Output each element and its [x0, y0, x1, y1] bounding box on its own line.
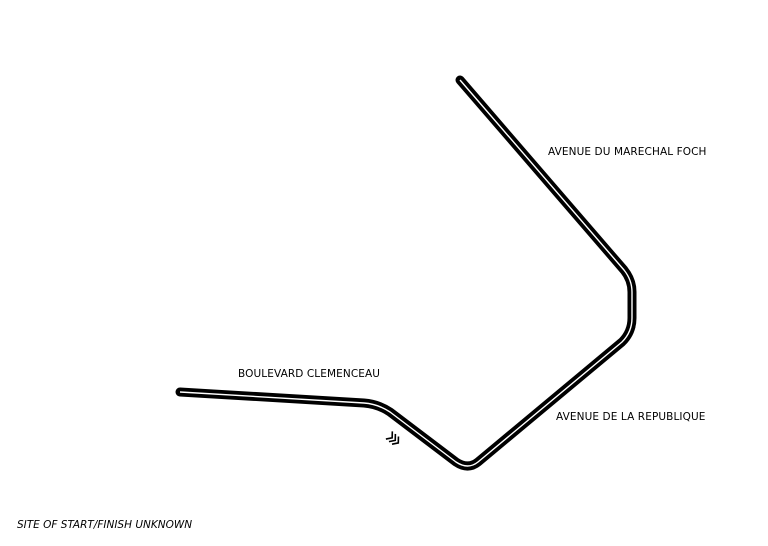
track-layout [175, 75, 637, 471]
street-label-clemenceau: BOULEVARD CLEMENCEAU [238, 368, 381, 380]
track-centerline [179, 79, 633, 467]
direction-chevrons-icon [385, 431, 400, 445]
street-label-foch: AVENUE DU MARECHAL FOCH [548, 146, 707, 158]
start-finish-note: SITE OF START/FINISH UNKNOWN [17, 519, 193, 531]
track-outline [175, 75, 637, 471]
street-label-republique: AVENUE DE LA REPUBLIQUE [556, 411, 706, 423]
